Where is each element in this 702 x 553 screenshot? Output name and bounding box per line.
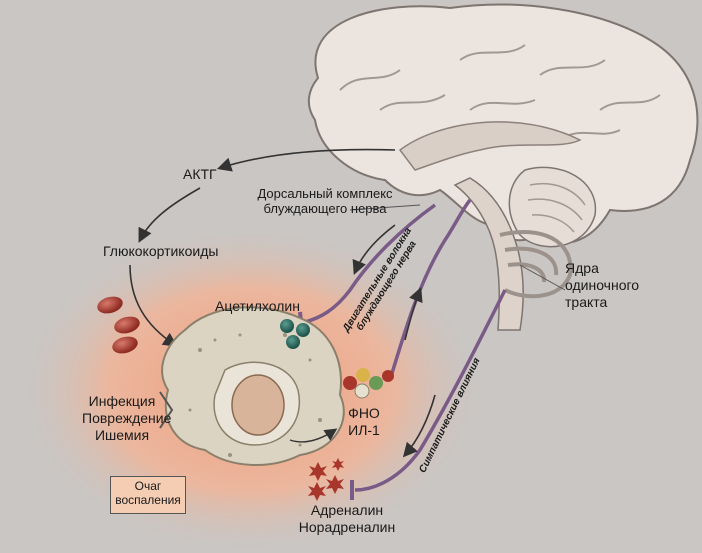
macrophage [161, 306, 345, 467]
nucleus-line2: одиночного [565, 277, 640, 293]
nucleus-line1: Ядра [565, 260, 599, 276]
tnf-label: ФНО [348, 405, 380, 421]
glucocorticoid-molecules [97, 296, 140, 354]
nucleus-line3: тракта [565, 294, 608, 310]
cytokine-label: ФНО ИЛ-1 [344, 405, 384, 439]
glucocorticoid-to-cell-arrow [129, 264, 178, 347]
dorsal-complex-label: Дорсальный комплекс блуждающего нерва [245, 186, 405, 216]
vagus-afferent-fiber [388, 198, 472, 381]
acetylcholine-label: Ацетилхолин [215, 298, 300, 314]
brain [307, 3, 699, 331]
dorsal-complex-line1: Дорсальный комплекс [257, 186, 393, 201]
sympathetic-fiber [354, 289, 507, 492]
catecholamine-label: Адреналин Норадреналин [292, 502, 402, 536]
ischemia-label: Ишемия [94, 427, 150, 443]
glucocorticoid-arrow [138, 187, 201, 243]
vagus-motor-fiber [304, 203, 437, 324]
actg-label: АКТГ [183, 166, 217, 182]
focus-line2: воспаления [115, 493, 181, 507]
injury-chevron [159, 391, 174, 429]
afferent-arrow [404, 287, 423, 341]
infection-label: Инфекция [88, 393, 156, 409]
sympathetic-arrow [402, 394, 436, 458]
dorsal-complex-pointer [349, 204, 421, 211]
dorsal-complex-line2: блуждающего нерва [263, 201, 387, 216]
glucocorticoids-label: Глюкокортикоиды [103, 243, 219, 259]
focus-line1: Очаг [134, 479, 162, 493]
acetylcholine-molecules [280, 319, 310, 349]
cytokine-release-arrow [289, 428, 338, 443]
adrenaline-molecules [308, 458, 344, 501]
nucleus-label: Ядра одиночного тракта [565, 260, 639, 311]
actg-arrow [216, 148, 396, 172]
inflammation-focus-box: Очаг воспаления [110, 476, 186, 514]
noradrenaline-label: Норадреналин [298, 519, 396, 535]
cytokine-molecules [343, 368, 394, 399]
efferent-arrow [352, 224, 396, 275]
injury-label: Повреждение [82, 410, 172, 426]
cell-nucleus [231, 374, 285, 436]
il1-label: ИЛ-1 [348, 422, 380, 438]
trigger-list: Инфекция Повреждение Ишемия [82, 393, 172, 444]
nucleus-pointer [519, 264, 566, 291]
adrenaline-label: Адреналин [310, 502, 384, 518]
